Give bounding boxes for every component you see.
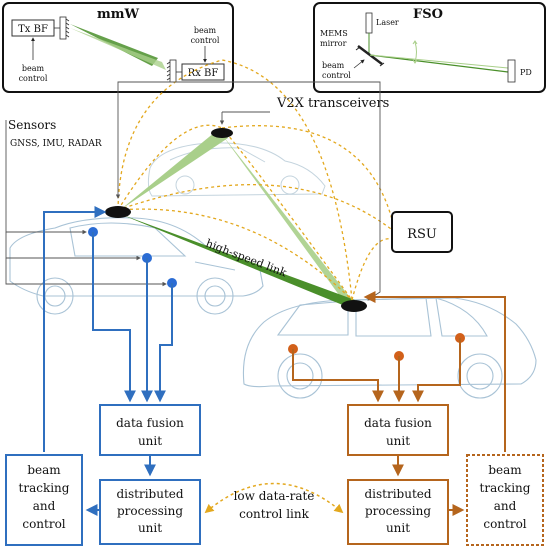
left-tracking-line-4: control bbox=[22, 517, 65, 531]
v2x-pointers bbox=[115, 81, 381, 301]
fso-optical-beam bbox=[369, 54, 509, 73]
sensors-label: Sensors bbox=[8, 118, 56, 132]
tx-bf-label: Tx BF bbox=[18, 24, 48, 35]
pd-label: PD bbox=[520, 68, 532, 77]
car-right bbox=[242, 297, 537, 399]
fso-inset: FSO Laser MEMS mirror beam control PD bbox=[313, 2, 546, 93]
right-data-fusion-box bbox=[347, 404, 449, 456]
left-processing-box bbox=[99, 479, 201, 545]
right-tracking-box bbox=[466, 454, 544, 546]
mmw-beam-control-left-1: beam bbox=[22, 64, 45, 73]
right-processing-line-2: processing bbox=[365, 504, 431, 518]
left-tracking-line-1: beam bbox=[27, 463, 61, 477]
mmw-title: mmW bbox=[97, 7, 140, 22]
right-processing-line-3: unit bbox=[386, 521, 410, 535]
car-left bbox=[9, 217, 264, 315]
v2x-label: V2X transceivers bbox=[276, 96, 389, 111]
v2x-transceiver-top bbox=[211, 128, 233, 138]
mmw-inset: mmW Tx BF Rx BF beam control beam contro… bbox=[2, 2, 234, 93]
rx-bf-label: Rx BF bbox=[188, 68, 219, 79]
sensor-pointers bbox=[5, 120, 167, 287]
left-processing-line-3: unit bbox=[138, 521, 162, 535]
fso-title: FSO bbox=[413, 7, 443, 22]
rsu-box bbox=[391, 211, 453, 253]
left-processing-line-1: distributed bbox=[116, 487, 183, 501]
left-tracking-line-3: and bbox=[33, 499, 56, 513]
right-tracking-line-2: tracking bbox=[480, 481, 531, 495]
beam-top-to-right bbox=[220, 132, 356, 310]
fso-beam-control-2: control bbox=[322, 71, 351, 80]
right-processing-box bbox=[347, 479, 449, 545]
left-fusion-line-2: unit bbox=[138, 434, 162, 448]
v2x-transceiver-right bbox=[341, 300, 367, 312]
low-rate-label-1: low data-rate bbox=[234, 489, 315, 503]
left-chain-wires bbox=[43, 206, 173, 516]
mems-label-2: mirror bbox=[320, 39, 347, 48]
right-fusion-line-1: data fusion bbox=[364, 416, 432, 430]
pd-icon bbox=[507, 59, 516, 83]
mmw-beam-side bbox=[70, 28, 166, 70]
left-tracking-box bbox=[5, 454, 83, 546]
beam-left-to-top bbox=[120, 128, 228, 210]
left-fusion-line-1: data fusion bbox=[116, 416, 184, 430]
right-tracking-line-1: beam bbox=[488, 463, 522, 477]
laser-label: Laser bbox=[376, 18, 399, 27]
low-rate-label-2: control link bbox=[239, 507, 310, 521]
rsu-label: RSU bbox=[407, 227, 437, 242]
left-processing-line-2: processing bbox=[117, 504, 183, 518]
fso-beam-control-1: beam bbox=[322, 61, 345, 70]
right-tracking-line-3: and bbox=[494, 499, 517, 513]
laser-icon bbox=[365, 12, 373, 34]
sensor-types-label: GNSS, IMU, RADAR bbox=[10, 139, 102, 149]
left-tracking-line-2: tracking bbox=[19, 481, 70, 495]
mems-label-1: MEMS bbox=[320, 29, 348, 38]
mmw-beam-control-right-2: control bbox=[191, 36, 220, 45]
right-chain-wires bbox=[292, 291, 506, 516]
v2x-transceiver-left bbox=[105, 206, 131, 218]
low-rate-control-link bbox=[204, 482, 344, 514]
mmw-beam-control-left-2: control bbox=[19, 74, 48, 83]
left-data-fusion-box bbox=[99, 404, 201, 456]
v2x-dashed-links bbox=[117, 59, 396, 301]
beam-high-speed-link bbox=[120, 214, 355, 308]
beams: high-speed link bbox=[120, 128, 356, 310]
right-fusion-line-2: unit bbox=[386, 434, 410, 448]
mmw-beam-control-right-1: beam bbox=[194, 26, 217, 35]
right-processing-line-1: distributed bbox=[364, 487, 431, 501]
right-tracking-line-4: control bbox=[483, 517, 526, 531]
